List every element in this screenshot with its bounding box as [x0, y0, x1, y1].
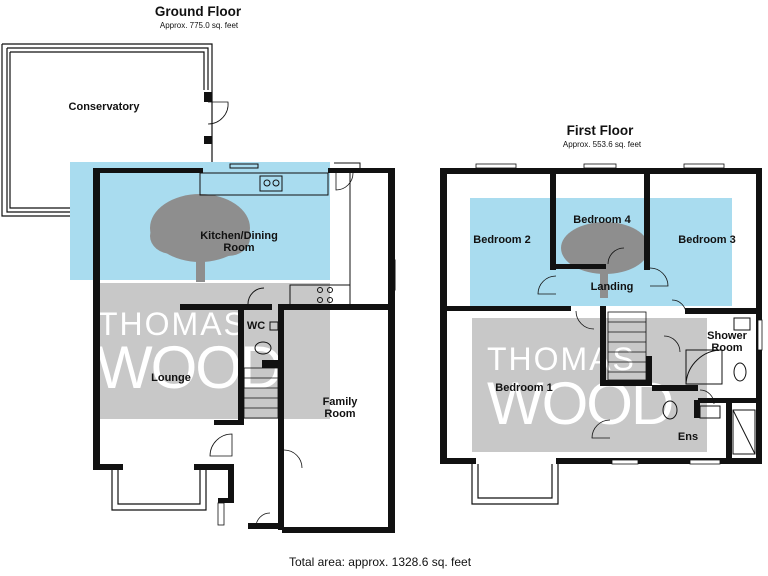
svg-text:THOMAS: THOMAS: [98, 306, 247, 342]
total-area: Total area: approx. 1328.6 sq. feet: [288, 555, 472, 569]
family-room-line1: Family: [322, 396, 358, 408]
wc-label: WC: [246, 320, 266, 332]
shower-room-label: Shower Room: [707, 330, 747, 354]
watermark-logo-ground: THOMAS WOOD: [70, 162, 330, 419]
wc-fittings: [247, 287, 279, 355]
conservatory-door: [204, 92, 212, 102]
family-window: [309, 527, 351, 533]
first-floor-stairs: [607, 311, 647, 381]
ground-floor-area: Approx. 775.0 sq. feet: [159, 21, 239, 30]
svg-text:THOMAS: THOMAS: [487, 341, 636, 377]
family-room-label: Family Room: [323, 396, 358, 420]
bedroom1-label: Bedroom 1: [495, 382, 553, 394]
hall-door-swings: [209, 433, 303, 528]
first-floor-door-swings: [537, 247, 715, 439]
ground-floor-walls: [93, 168, 395, 533]
door-swing: [335, 172, 354, 191]
landing-label: Landing: [590, 281, 634, 293]
kitchen-dining-label: Kitchen/Dining Room: [200, 230, 278, 254]
lounge-label: Lounge: [151, 372, 191, 384]
bedroom4-label: Bedroom 4: [573, 214, 631, 226]
kitchen-dining-line2: Room: [223, 242, 255, 254]
first-floor-title: First Floor: [566, 123, 634, 138]
door-swing: [207, 101, 229, 125]
svg-text:WOOD: WOOD: [96, 334, 281, 401]
shower-room-line1: Shower: [707, 330, 747, 342]
shower-room-line2: Room: [711, 342, 743, 354]
bathroom-fittings: [662, 317, 756, 455]
ensuite-label: Ens: [677, 431, 699, 443]
kitchen-dining-line1: Kitchen/Dining: [200, 230, 278, 242]
bedroom3-label: Bedroom 3: [678, 234, 736, 246]
kitchen-units: [199, 162, 396, 306]
first-floor-walls: [440, 168, 762, 464]
family-room-line2: Room: [324, 408, 356, 420]
conservatory-walls: [1, 43, 213, 217]
ground-stairs: [243, 367, 279, 419]
first-floor-area: Approx. 553.6 sq. feet: [562, 140, 642, 149]
ground-floor-title: Ground Floor: [154, 4, 242, 19]
lounge-bay-window: [111, 470, 207, 511]
first-floor-windows: [475, 163, 763, 465]
conservatory-label: Conservatory: [68, 101, 140, 113]
bedroom1-bay-window: [471, 464, 559, 505]
bedroom2-label: Bedroom 2: [473, 234, 531, 246]
